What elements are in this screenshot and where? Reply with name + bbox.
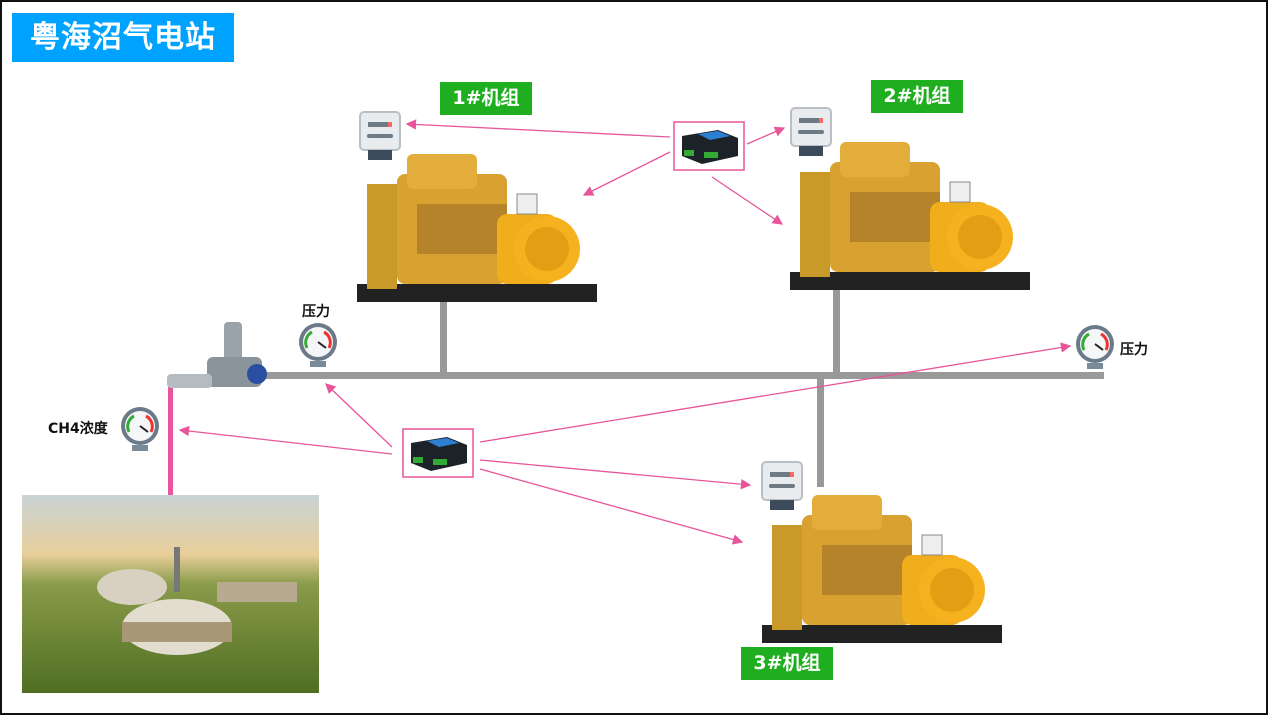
pressure-label-left: 压力 bbox=[302, 304, 330, 320]
gas-blower bbox=[167, 322, 267, 388]
signal-arrows bbox=[178, 119, 1072, 545]
unit-label-1: 1#机组 bbox=[440, 82, 532, 115]
iot-gateway-top bbox=[673, 121, 745, 171]
power-meter-1 bbox=[359, 111, 401, 161]
ch4-gauge bbox=[119, 405, 161, 453]
generator-2 bbox=[789, 141, 1031, 291]
gas-pipeline bbox=[262, 290, 1104, 487]
power-meter-3 bbox=[761, 461, 803, 511]
page-title: 粤海沼气电站 bbox=[12, 13, 234, 62]
power-meter-2 bbox=[790, 107, 832, 157]
ch4-label: CH4浓度 bbox=[48, 421, 108, 437]
biogas-feed-line bbox=[168, 387, 173, 524]
generator-1 bbox=[356, 153, 598, 303]
unit-label-3: 3#机组 bbox=[741, 647, 833, 680]
unit-label-2: 2#机组 bbox=[871, 80, 963, 113]
biogas-plant-image bbox=[22, 495, 319, 693]
pressure-label-right: 压力 bbox=[1120, 342, 1148, 358]
iot-gateway-bottom bbox=[402, 428, 474, 478]
generator-3 bbox=[761, 494, 1003, 644]
pressure-gauge-right bbox=[1074, 323, 1116, 371]
pressure-gauge-left bbox=[297, 321, 339, 369]
